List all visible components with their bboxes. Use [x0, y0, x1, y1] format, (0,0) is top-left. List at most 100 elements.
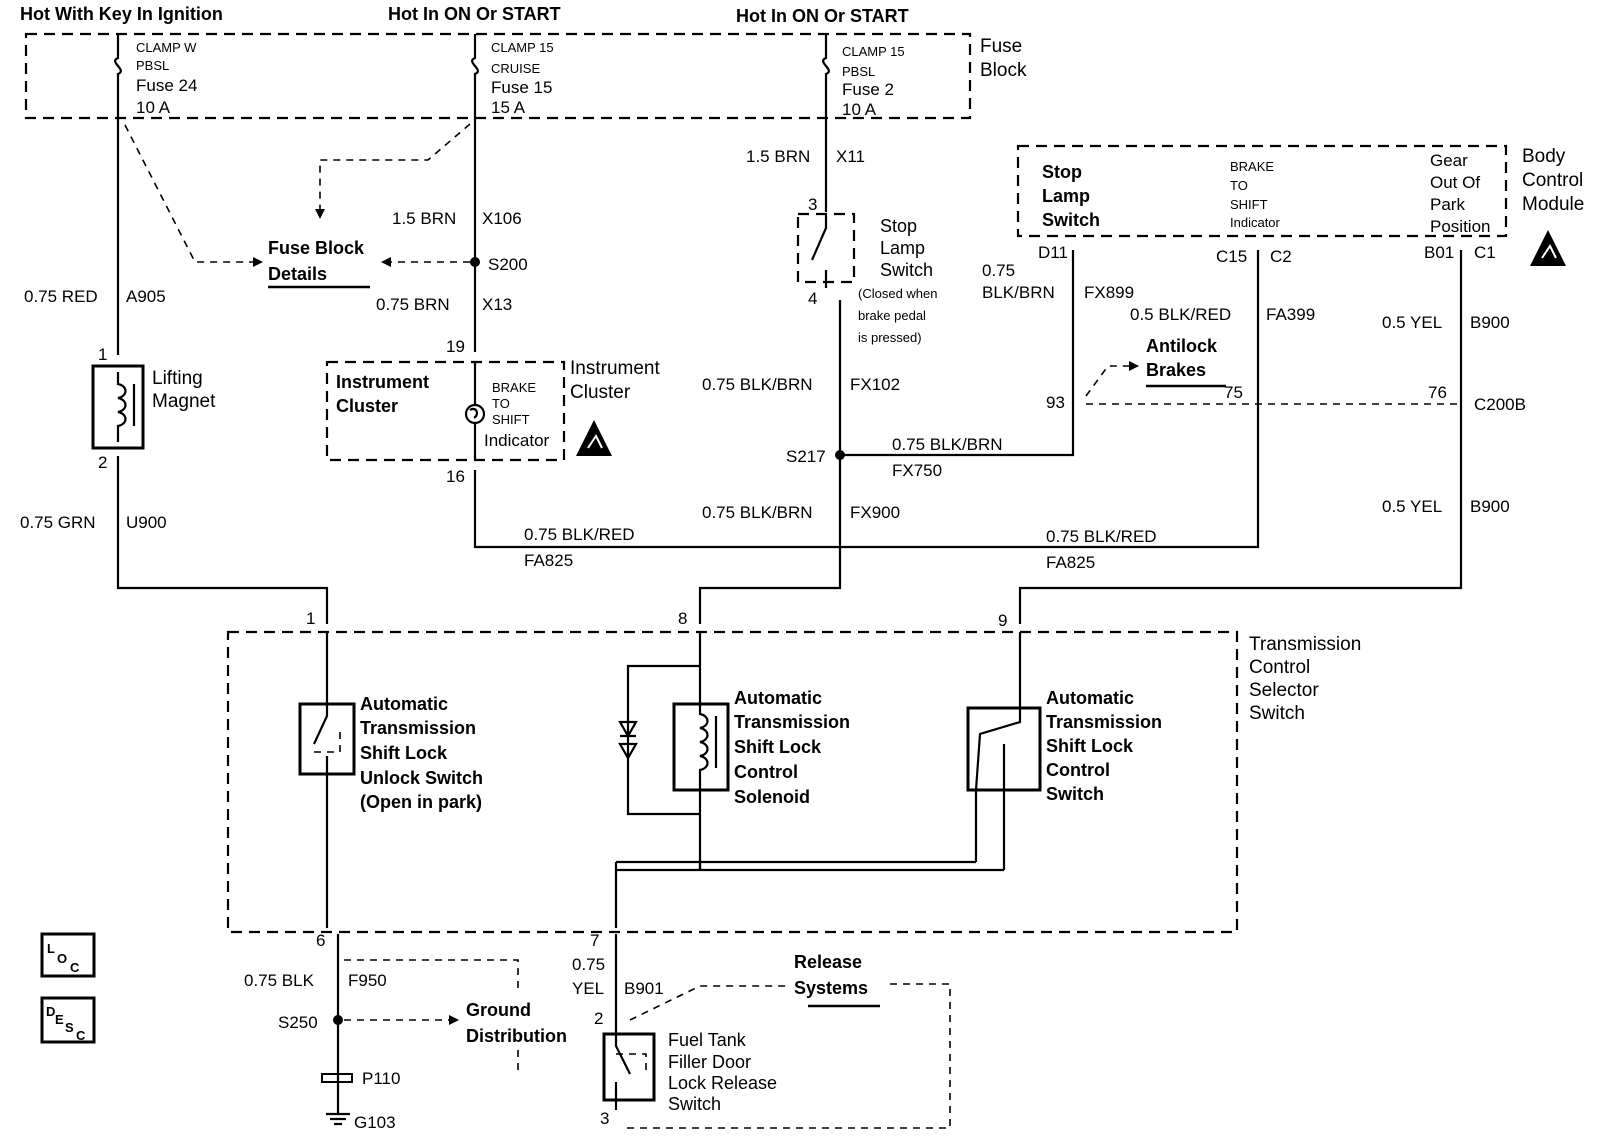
- wire-fx750: [840, 250, 1075, 457]
- wire-fx899-id: FX899: [1084, 283, 1134, 302]
- wire-x11-id: X11: [836, 147, 865, 166]
- stop-lamp-note-2: brake pedal: [858, 308, 926, 323]
- bcm-bts-2: TO: [1230, 178, 1248, 193]
- pin-ic-16: 16: [446, 467, 465, 486]
- header-hot-key-ignition: Hot With Key In Ignition: [20, 4, 223, 24]
- release-frame: [622, 983, 951, 1129]
- splice-s250: [333, 1015, 343, 1025]
- tcss-outline: [226, 630, 1239, 934]
- dash-fuse24-to-details: [124, 124, 263, 267]
- ground-dist-2: Distribution: [466, 1026, 567, 1046]
- wire-b901-size-1: 0.75: [572, 955, 605, 974]
- tcss-pin-9: 9: [998, 611, 1007, 630]
- stop-lamp-switch-contact: [810, 214, 828, 288]
- wire-fx102-size: 0.75 BLK/BRN: [702, 375, 813, 394]
- unlock-switch-actuator: [314, 730, 341, 753]
- wire-f950-id: F950: [348, 971, 387, 990]
- bcm-title-2: Control: [1522, 170, 1583, 191]
- stop-lamp-note-3: is pressed): [858, 330, 922, 345]
- tcss-label-4: Switch: [1249, 703, 1305, 724]
- fuel-door-4: Switch: [668, 1094, 721, 1114]
- bcm-bts-4: Indicator: [1230, 215, 1281, 230]
- wire-fx750-id: FX750: [892, 461, 942, 480]
- wire-fa825b-id: FA825: [1046, 553, 1095, 572]
- lifting-magnet-coil: [116, 372, 127, 442]
- fuel-door-1: Fuel Tank: [668, 1030, 747, 1050]
- fuel-door-pin-3: 3: [600, 1109, 609, 1128]
- pin-sls-3: 3: [808, 195, 817, 214]
- wire-fx102-id: FX102: [850, 375, 900, 394]
- desc-icon: D E S C: [40, 996, 96, 1044]
- fuse-2-line2: PBSL: [842, 64, 875, 79]
- bts-indicator-2: TO: [492, 396, 510, 411]
- control-switch-2: Transmission: [1046, 712, 1162, 732]
- antilock-1: Antilock: [1146, 336, 1218, 356]
- fuel-door-2: Filler Door: [668, 1052, 751, 1072]
- tcss-pin-1: 1: [306, 609, 315, 628]
- wire-fx102: [698, 300, 842, 624]
- wire-x106-id: X106: [482, 209, 522, 228]
- solenoid-4: Control: [734, 762, 798, 782]
- fuse-2-symbol: [822, 34, 830, 118]
- splice-s200-label: S200: [488, 255, 528, 274]
- tcss-label-1: Transmission: [1249, 634, 1361, 655]
- pin-sls-4: 4: [808, 289, 817, 308]
- instrument-cluster-inner-1: Instrument: [336, 372, 429, 392]
- bcm-gear-2: Out Of: [1430, 173, 1480, 192]
- bts-indicator-3: SHIFT: [492, 412, 530, 427]
- control-switch-contact: [974, 708, 1022, 791]
- bts-indicator-4: Indicator: [484, 431, 550, 450]
- wire-fx899-size-1: 0.75: [982, 261, 1015, 280]
- unlock-switch-5: (Open in park): [360, 792, 482, 812]
- release-1: Release: [794, 952, 862, 972]
- wire-fa825-left: [473, 412, 1260, 549]
- stop-lamp-switch-2: Lamp: [880, 238, 925, 258]
- instrument-cluster-outer-1: Instrument: [570, 358, 660, 379]
- loc-icon: L O C: [40, 932, 96, 978]
- tcss-label-3: Selector: [1249, 680, 1319, 701]
- dash-fuse15-to-details: [315, 123, 471, 219]
- control-switch-5: Switch: [1046, 784, 1104, 804]
- wire-fx899-size-2: BLK/BRN: [982, 283, 1055, 302]
- fuse-2-line1: CLAMP 15: [842, 44, 905, 59]
- desc-icon-c: C: [76, 1028, 86, 1043]
- pin-93: 93: [1046, 393, 1065, 412]
- connector-c200b: C200B: [1474, 395, 1526, 414]
- diode-symbol: [618, 720, 638, 761]
- fuse-24-symbol: [114, 34, 122, 118]
- tcss-pin-7: 7: [590, 931, 599, 950]
- stop-lamp-switch-1: Stop: [880, 216, 917, 236]
- connector-p110: P110: [362, 1069, 400, 1088]
- bcm-stop-lamp-2: Lamp: [1042, 186, 1090, 206]
- pin-76: 76: [1428, 383, 1447, 402]
- fuse-24-line2: PBSL: [136, 58, 169, 73]
- fuse-24-rating: 10 A: [136, 98, 171, 117]
- fuse-15-name: Fuse 15: [491, 78, 552, 97]
- fuel-door-3: Lock Release: [668, 1073, 777, 1093]
- wire-ground-bus: [614, 860, 1004, 928]
- unlock-switch-3: Shift Lock: [360, 743, 448, 763]
- wire-b900: [1018, 250, 1463, 624]
- pin-ic-19: 19: [446, 337, 465, 356]
- bcm-title-1: Body: [1522, 146, 1566, 167]
- wire-diode-loop: [626, 664, 700, 816]
- instrument-cluster-inner-2: Cluster: [336, 396, 398, 416]
- bcm-stop-lamp-3: Switch: [1042, 210, 1100, 230]
- wire-fa399-size: 0.5 BLK/RED: [1130, 305, 1231, 324]
- tcss-label-2: Control: [1249, 657, 1310, 678]
- fuse-2: CLAMP 15 PBSL Fuse 2 10 A: [822, 34, 905, 119]
- wire-b900a-size: 0.5 YEL: [1382, 313, 1442, 332]
- wire-x106-size: 1.5 BRN: [392, 209, 456, 228]
- bcm-pin-d11: D11: [1038, 243, 1068, 262]
- lifting-magnet-label-2: Magnet: [152, 391, 216, 412]
- ground-g103-symbol: [326, 1112, 350, 1126]
- splice-s217-label: S217: [786, 447, 826, 466]
- bcm-title-3: Module: [1522, 194, 1584, 215]
- bcm-outline: [1016, 144, 1508, 238]
- fuse-15-rating: 15 A: [491, 98, 526, 117]
- dash-ground-dist-frame: [344, 959, 519, 1076]
- wire-control-bottom: [974, 790, 1006, 870]
- solenoid-coil: [698, 704, 709, 790]
- fuse-2-rating: 10 A: [842, 100, 877, 119]
- wire-x11-size: 1.5 BRN: [746, 147, 810, 166]
